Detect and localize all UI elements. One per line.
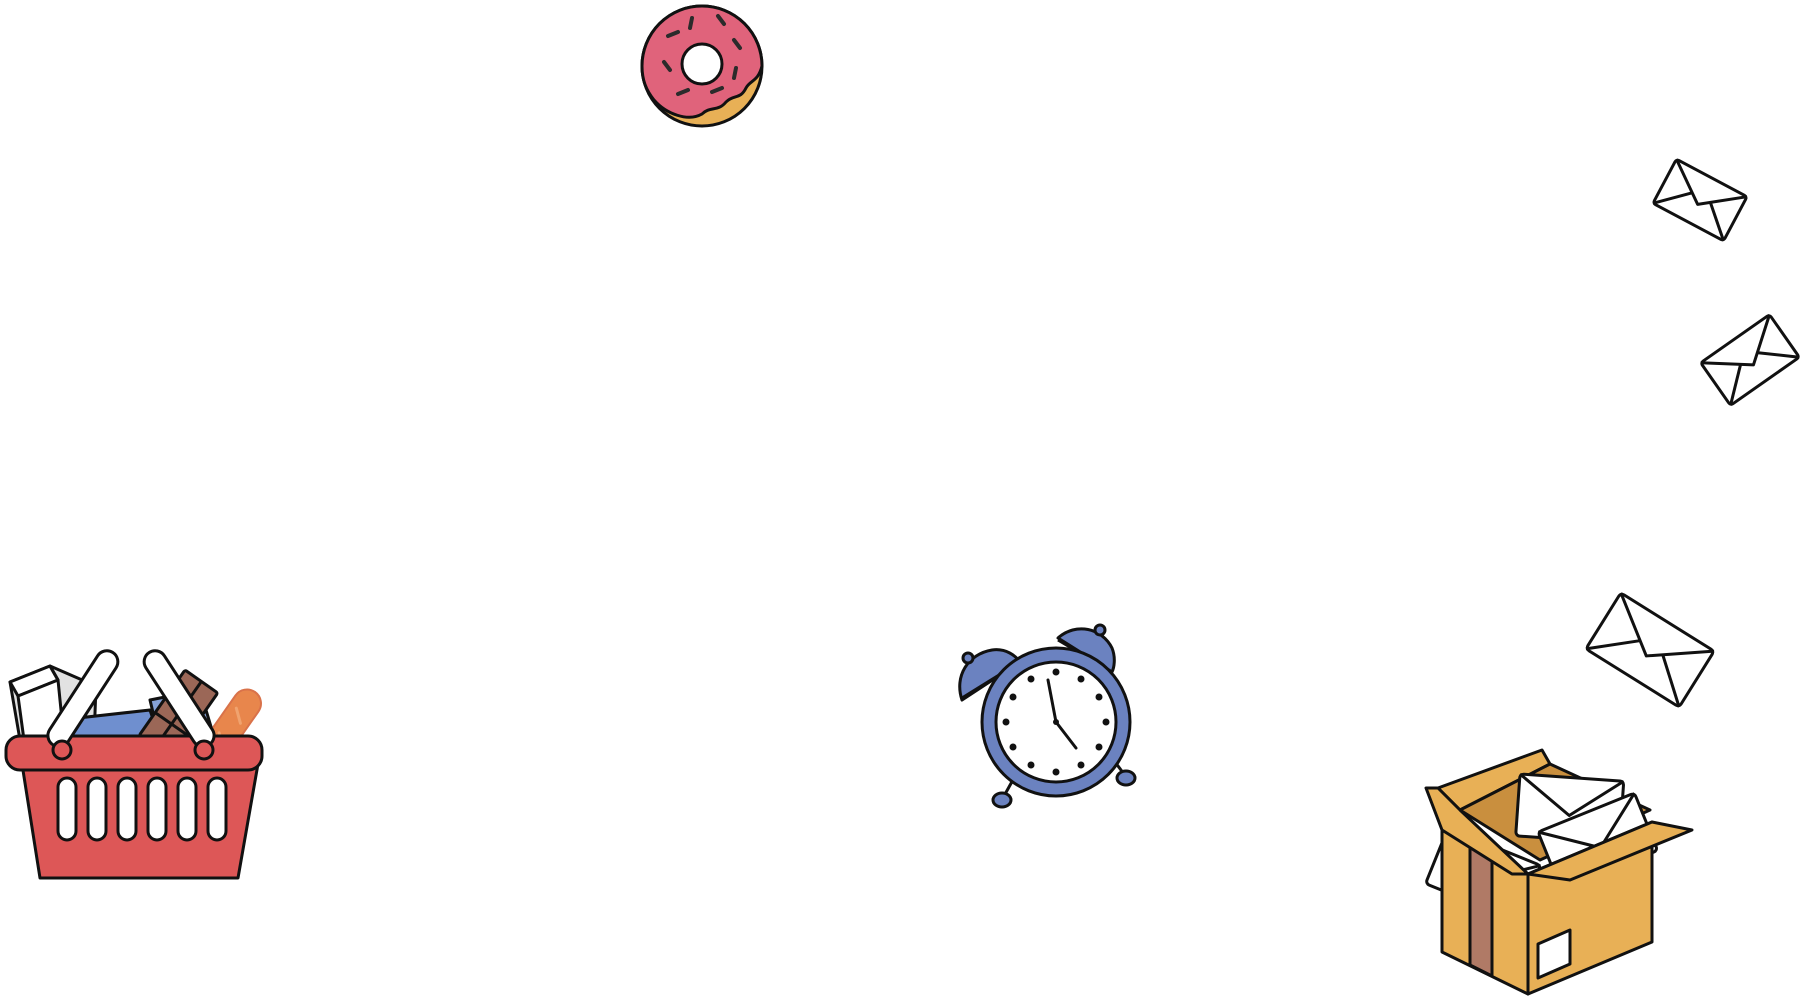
shopping-basket-icon: [4, 649, 264, 880]
envelope-icon: [1585, 592, 1715, 708]
envelope-icon: [1652, 158, 1748, 242]
box-of-envelopes-icon: [1424, 748, 1694, 996]
envelope-icon: [1700, 314, 1800, 406]
alarm-clock-icon: [958, 623, 1137, 809]
donut-icon: [640, 4, 764, 128]
